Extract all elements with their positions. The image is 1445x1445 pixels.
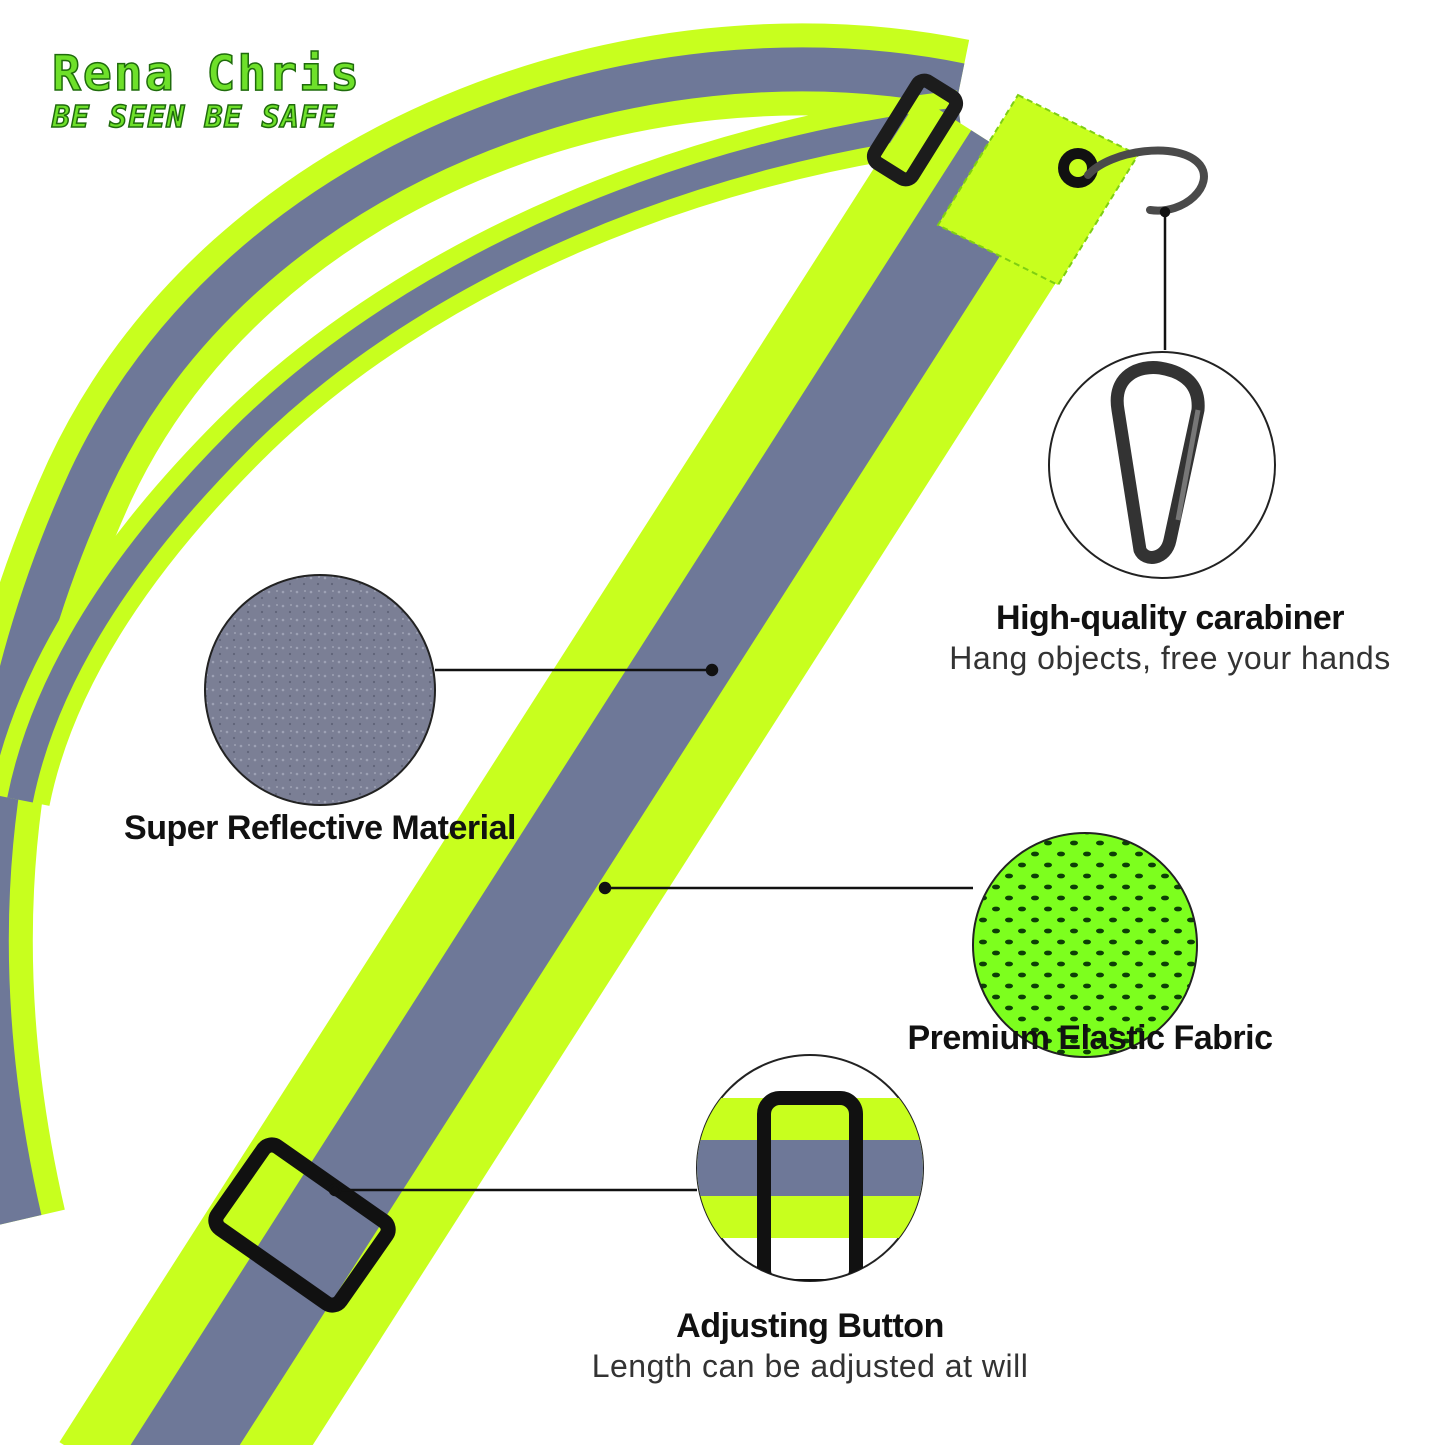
- elastic-label: Premium Elastic Fabric: [870, 1018, 1310, 1058]
- adjuster-label: Adjusting Button Length can be adjusted …: [560, 1306, 1060, 1386]
- carabiner-subtitle: Hang objects, free your hands: [949, 640, 1391, 676]
- reflective-material-swatch: [204, 574, 436, 806]
- small-carabiner: [1084, 146, 1208, 215]
- leader-lines: [328, 206, 1171, 1197]
- buckle-icon: [696, 1054, 924, 1282]
- mesh-fabric-swatch: [972, 832, 1198, 1058]
- elastic-title: Premium Elastic Fabric: [907, 1019, 1273, 1057]
- brand-tagline: BE SEEN BE SAFE: [51, 99, 338, 136]
- reflective-label: Super Reflective Material: [90, 808, 550, 848]
- back-strap: [0, 23, 970, 1225]
- carabiner-title: High-quality carabiner: [996, 599, 1344, 637]
- reflective-title: Super Reflective Material: [124, 809, 516, 847]
- adjuster-title: Adjusting Button: [676, 1307, 944, 1345]
- top-slider-buckle: [866, 73, 964, 187]
- carabiner-label: High-quality carabiner Hang objects, fre…: [930, 598, 1410, 678]
- strap-adjuster-buckle: [208, 1137, 396, 1313]
- brand-name: Rena Chris: [51, 46, 361, 102]
- carabiner-icon: [1048, 351, 1276, 579]
- brand-logo: Rena Chris BE SEEN BE SAFE: [51, 46, 361, 136]
- adjuster-subtitle: Length can be adjusted at will: [591, 1348, 1029, 1384]
